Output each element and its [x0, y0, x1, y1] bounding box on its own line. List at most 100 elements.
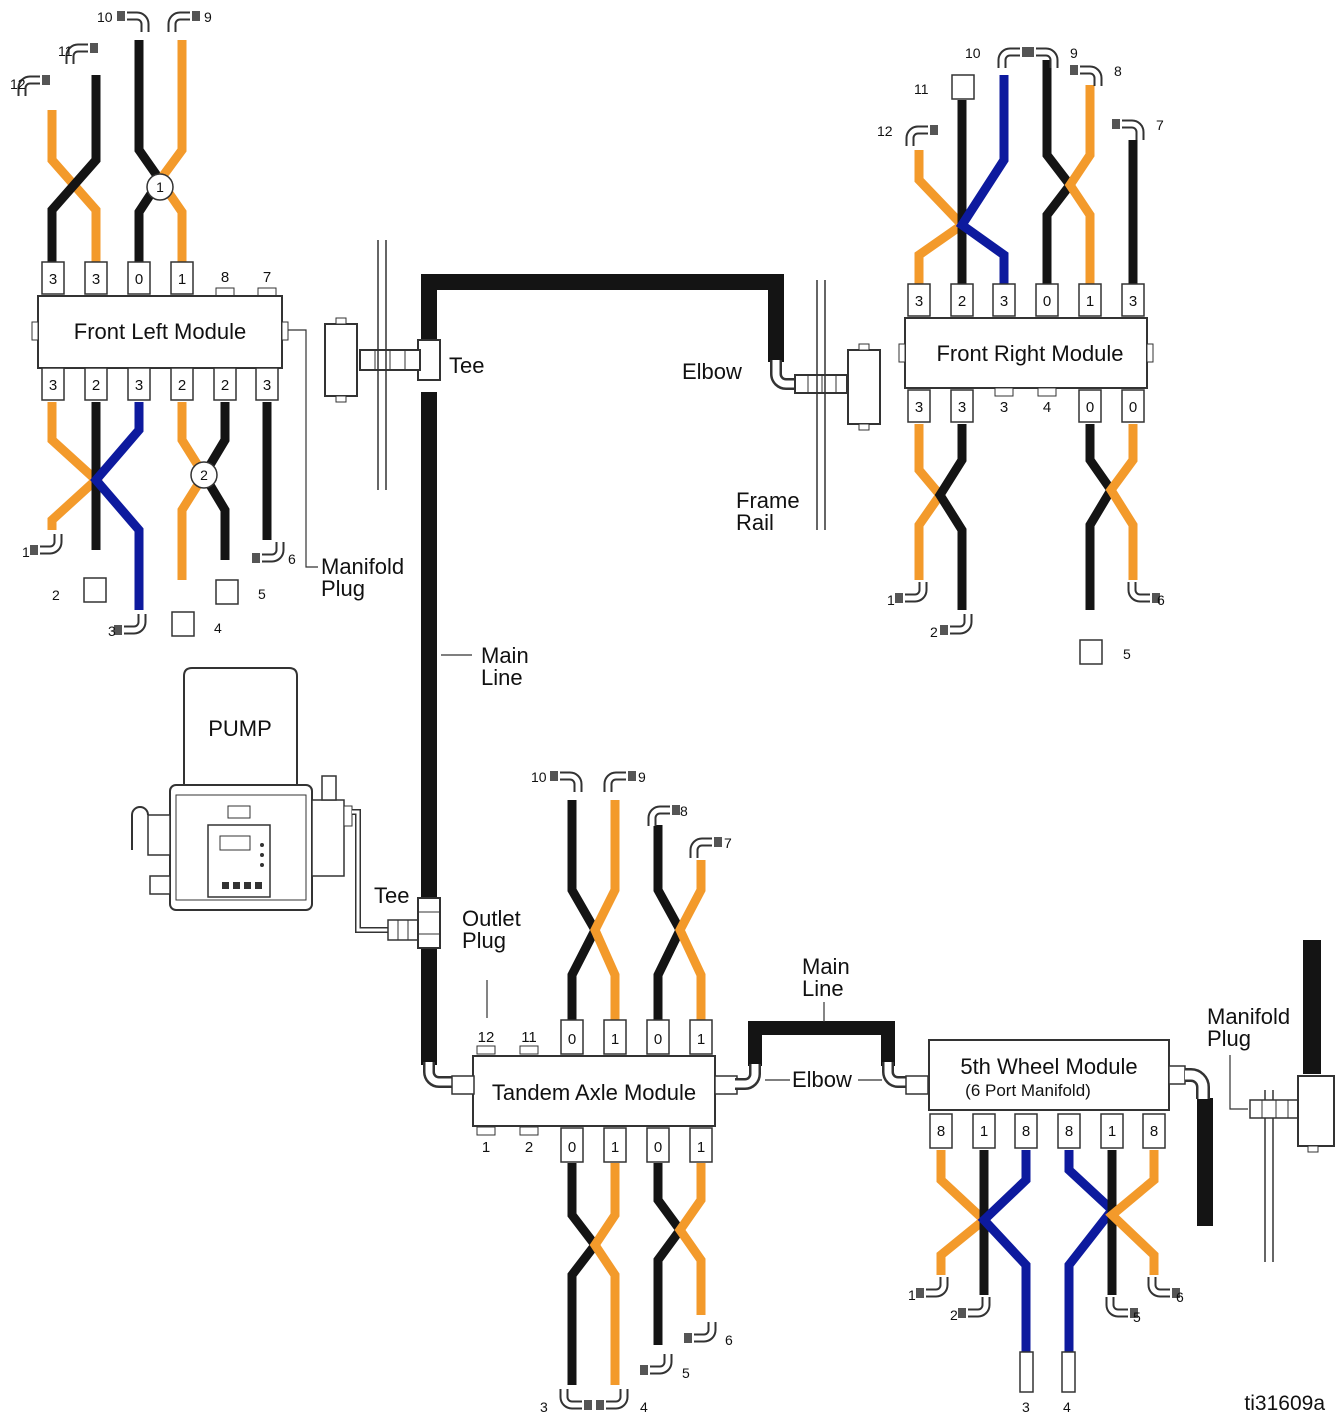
fr-bottom-port-5: 0	[1086, 399, 1094, 416]
fl-bottom-port-6: 3	[263, 377, 271, 394]
tandem-top-port-5: 0	[654, 1031, 662, 1048]
figure-id: ti31609a	[1244, 1392, 1325, 1415]
tandem-bottom-port-2: 2	[525, 1139, 533, 1156]
manifold-plug-block-right	[1229, 1055, 1335, 1262]
tandem-top-port-6: 1	[697, 1031, 705, 1048]
callout-1	[146, 173, 174, 201]
tee-fitting-top	[359, 339, 441, 381]
fr-top-port-3: 3	[1000, 293, 1008, 310]
fl-top-port-4: 1	[178, 271, 186, 288]
fl-outlet-5: 5	[258, 586, 266, 602]
fl-bottom-port-5: 2	[221, 377, 229, 394]
tandem-outlet-9: 9	[638, 769, 646, 785]
main-line-label-2a: Main	[802, 954, 850, 979]
fr-outlet-12: 12	[877, 123, 893, 139]
tandem-outlet-5: 5	[682, 1365, 690, 1381]
callout-2	[190, 461, 218, 489]
fw-bottom-port-4: 8	[1065, 1123, 1073, 1140]
fr-bottom-port-4: 4	[1043, 399, 1051, 416]
fr-outlet-7: 7	[1156, 117, 1164, 133]
pump-label: PUMP	[208, 716, 272, 741]
fl-outlet-2: 2	[52, 587, 60, 603]
fr-outlet-6: 6	[1157, 592, 1165, 608]
fl-top-port-1: 3	[49, 271, 57, 288]
frame-rail-label-1: Frame	[736, 488, 800, 513]
tandem-outlet-10: 10	[531, 769, 547, 785]
fl-bottom-port-2: 2	[92, 377, 100, 394]
front-right-module: Front Right Module 3 2 3 0 1 3 3 3 3 4 0…	[877, 45, 1165, 665]
fr-bottom-port-1: 3	[915, 399, 923, 416]
main-line-label-1b: Line	[481, 665, 523, 690]
tandem-axle-module: Tandem Axle Module 12 11 0 1 0 1 1 2 0 1…	[423, 769, 761, 1415]
manifold-plug-label-2a: Manifold	[1207, 1004, 1290, 1029]
fr-outlet-10: 10	[965, 45, 981, 61]
fifth-wheel-module-title: 5th Wheel Module	[960, 1054, 1137, 1079]
tandem-outlet-6: 6	[725, 1332, 733, 1348]
fr-outlet-1: 1	[887, 592, 895, 608]
main-line-label-2b: Line	[802, 976, 844, 1001]
fr-top-port-2: 2	[958, 293, 966, 310]
fifth-wheel-module: 5th Wheel Module (6 Port Manifold) 8 1 8…	[882, 1039, 1210, 1415]
fifth-wheel-module-subtitle: (6 Port Manifold)	[965, 1081, 1091, 1100]
fr-top-port-5: 1	[1086, 293, 1094, 310]
tandem-bottom-port-6: 1	[697, 1139, 705, 1156]
callout-2-label: 2	[200, 467, 208, 483]
callout-1-label: 1	[156, 179, 164, 195]
fr-bottom-port-6: 0	[1129, 399, 1137, 416]
fl-outlet-1: 1	[22, 544, 30, 560]
manifold-plug-label-1b: Plug	[321, 576, 365, 601]
fw-outlet-2: 2	[950, 1307, 958, 1323]
fl-top-port-5: 8	[221, 269, 229, 286]
elbow-fitting-top	[770, 280, 881, 530]
tandem-top-port-11: 11	[521, 1029, 537, 1046]
fr-top-port-4: 0	[1043, 293, 1051, 310]
manifold-plug-block-left	[324, 240, 387, 490]
tandem-outlet-7: 7	[724, 835, 732, 851]
outlet-plug-label-a: Outlet	[462, 906, 521, 931]
fl-outlet-10: 10	[97, 9, 113, 25]
fl-bottom-port-1: 3	[49, 377, 57, 394]
fw-bottom-port-1: 8	[937, 1123, 945, 1140]
front-left-module-title: Front Left Module	[74, 319, 246, 344]
fw-bottom-port-6: 8	[1150, 1123, 1158, 1140]
manifold-plug-label-2b: Plug	[1207, 1026, 1251, 1051]
fl-outlet-6: 6	[288, 551, 296, 567]
tee-fitting-pump	[417, 897, 441, 949]
tandem-bottom-port-5: 0	[654, 1139, 662, 1156]
fr-bottom-port-3: 3	[1000, 399, 1008, 416]
fr-outlet-9: 9	[1070, 45, 1078, 61]
fw-outlet-5: 5	[1133, 1309, 1141, 1325]
fl-top-port-2: 3	[92, 271, 100, 288]
tandem-outlet-3: 3	[540, 1399, 548, 1415]
elbow-label-top: Elbow	[682, 359, 742, 384]
tee-label-pump: Tee	[374, 883, 409, 908]
fw-bottom-port-3: 8	[1022, 1123, 1030, 1140]
tandem-top-port-3: 0	[568, 1031, 576, 1048]
front-right-module-title: Front Right Module	[936, 341, 1123, 366]
main-line-upper	[421, 274, 784, 1065]
fw-bottom-port-5: 1	[1108, 1123, 1116, 1140]
fr-top-port-6: 3	[1129, 293, 1137, 310]
outlet-plug-label-b: Plug	[462, 928, 506, 953]
fr-bottom-port-2: 3	[958, 399, 966, 416]
fl-outlet-4: 4	[214, 620, 222, 636]
fr-outlet-5: 5	[1123, 646, 1131, 662]
fl-top-port-3: 0	[135, 271, 143, 288]
fl-outlet-9: 9	[204, 9, 212, 25]
tandem-outlet-8: 8	[680, 803, 688, 819]
fr-outlet-11: 11	[914, 81, 929, 97]
fl-top-port-6: 7	[263, 269, 271, 286]
elbow-label-bottom: Elbow	[792, 1067, 852, 1092]
pump-unit: PUMP	[131, 667, 353, 911]
front-left-module: Front Left Module 3 3 0 1 8 7 3 2 3 2 2 …	[10, 9, 318, 639]
tandem-bottom-port-4: 1	[611, 1139, 619, 1156]
fw-outlet-4: 4	[1063, 1399, 1071, 1415]
fr-outlet-8: 8	[1114, 63, 1122, 79]
fl-bottom-port-3: 3	[135, 377, 143, 394]
frame-rail-label-2: Rail	[736, 510, 774, 535]
tandem-module-title: Tandem Axle Module	[492, 1080, 696, 1105]
fw-outlet-6: 6	[1176, 1289, 1184, 1305]
tandem-bottom-port-3: 0	[568, 1139, 576, 1156]
fw-bottom-port-2: 1	[980, 1123, 988, 1140]
